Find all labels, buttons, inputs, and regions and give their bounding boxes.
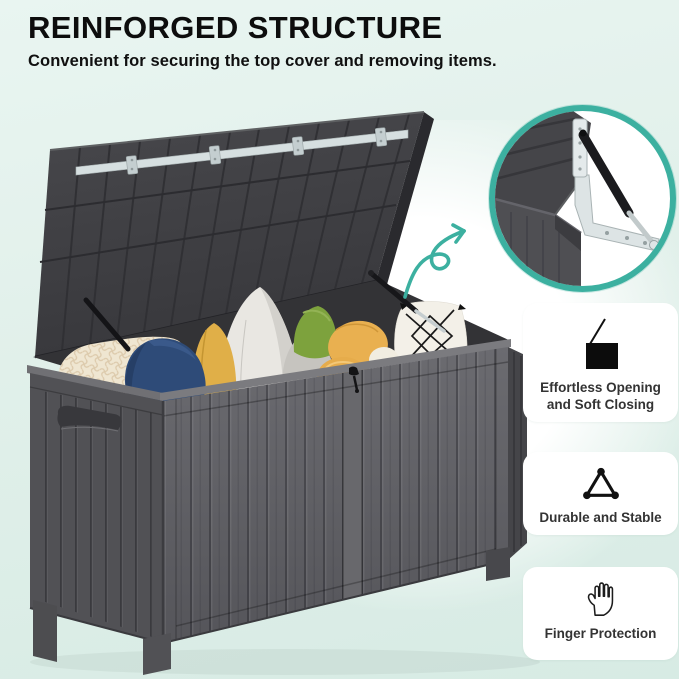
feature-card-durable-stable: Durable and Stable (523, 452, 678, 535)
box-body (27, 339, 527, 675)
light-gray-pillow (219, 287, 302, 398)
box-foot (486, 547, 510, 581)
ground-shadow (30, 649, 540, 675)
page-subtitle: Convenient for securing the top cover an… (28, 52, 497, 70)
page-title: REINFORGED STRUCTURE (28, 10, 443, 45)
raised-hand-icon (586, 577, 615, 619)
feature-card-effortless-opening: Effortless Opening and Soft Closing (523, 303, 678, 422)
side-handle-cutout (57, 405, 122, 430)
header: REINFORGED STRUCTURE Convenient for secu… (28, 10, 648, 71)
gas-struts (83, 270, 446, 352)
open-lid-box-icon (581, 315, 621, 373)
feature-label: Finger Protection (544, 626, 657, 641)
navy-pillow (124, 338, 206, 404)
feature-label: Effortless Opening and Soft Closing (540, 380, 661, 412)
open-lid (34, 111, 434, 359)
lid-latch (349, 366, 359, 393)
hinge-gas-strut-detail-icon (495, 111, 660, 286)
lid-aluminum-bar (75, 127, 409, 176)
feature-card-finger-protection: Finger Protection (523, 567, 678, 660)
feature-label: Durable and Stable (539, 510, 662, 525)
box-foot (33, 600, 57, 662)
box-right-face (508, 347, 527, 560)
box-foot (143, 633, 171, 675)
green-pillow (293, 306, 337, 359)
triangle-nodes-icon (581, 463, 621, 503)
hinge-detail-inset (489, 105, 676, 292)
curved-swirl-arrow-icon (403, 223, 466, 299)
